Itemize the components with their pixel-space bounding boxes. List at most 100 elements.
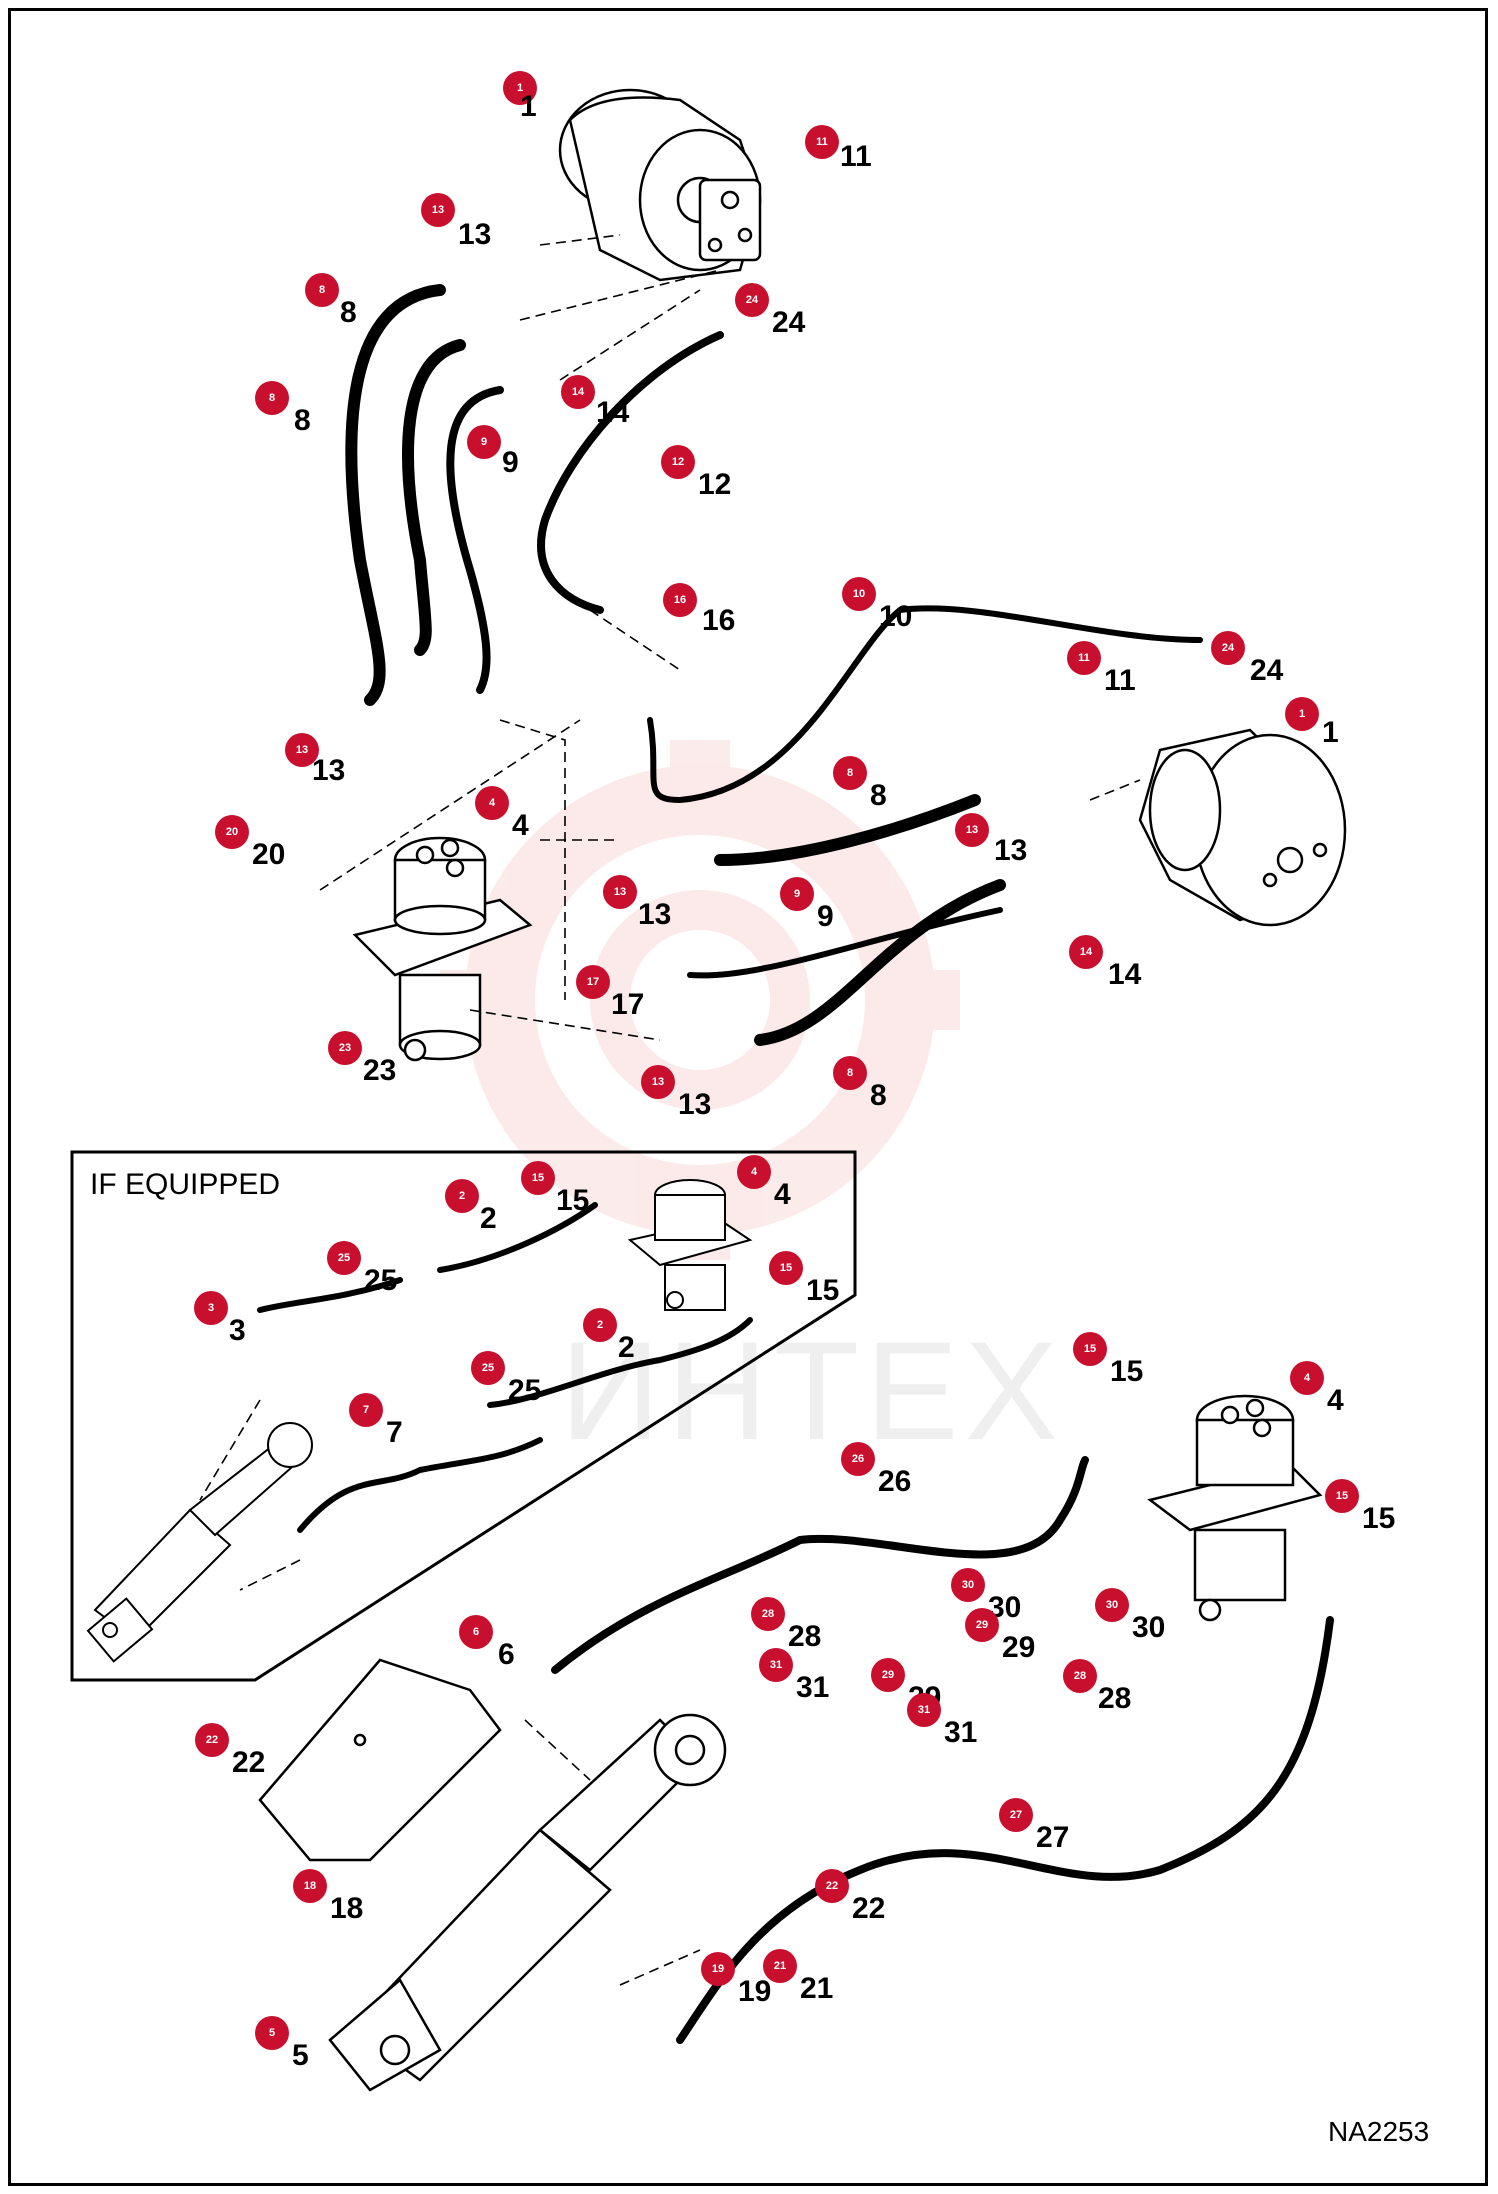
callout-marker-icon <box>769 1251 803 1285</box>
callout-number: 2 <box>459 1190 465 1202</box>
callout-5: 55 <box>255 2016 309 2072</box>
leader-lines <box>199 234 1141 1986</box>
callout-label: 19 <box>738 1975 771 2008</box>
callout-label: 8 <box>294 404 311 437</box>
callout-number: 4 <box>1304 1372 1311 1384</box>
callout-number: 27 <box>1010 1809 1022 1821</box>
callout-number: 7 <box>363 1404 369 1416</box>
callout-marker-icon <box>561 375 595 409</box>
callout-label: 9 <box>817 900 834 933</box>
callout-label: 25 <box>364 1264 397 1297</box>
callout-number: 8 <box>847 1067 853 1079</box>
callout-label: 13 <box>994 834 1027 867</box>
callout-marker-icon <box>663 583 697 617</box>
callout-number: 13 <box>652 1076 664 1088</box>
callout-number: 28 <box>1074 1670 1086 1682</box>
callout-8: 88 <box>833 756 887 812</box>
callout-number: 11 <box>816 136 828 148</box>
callout-marker-icon <box>1211 631 1245 665</box>
callout-number: 13 <box>432 204 444 216</box>
hoses <box>257 284 1334 2044</box>
callout-number: 21 <box>774 1960 786 1972</box>
callout-marker-icon <box>871 1658 905 1692</box>
callout-marker-icon <box>907 1693 941 1727</box>
callout-marker-icon <box>421 193 455 227</box>
callout-number: 8 <box>269 392 275 404</box>
callout-label: 25 <box>508 1374 541 1407</box>
callout-label: 15 <box>806 1274 839 1307</box>
callout-label: 2 <box>618 1331 635 1364</box>
callout-label: 24 <box>772 306 806 339</box>
callout-marker-icon <box>780 877 814 911</box>
callout-label: 13 <box>678 1088 711 1121</box>
callout-marker-icon <box>328 1031 362 1065</box>
callout-number: 26 <box>852 1453 864 1465</box>
callout-label: 20 <box>252 838 285 871</box>
callout-number: 29 <box>976 1619 988 1631</box>
callout-marker-icon <box>951 1568 985 1602</box>
callout-label: 18 <box>330 1892 363 1925</box>
callout-marker-icon <box>215 815 249 849</box>
callout-number: 13 <box>296 744 308 756</box>
callout-26: 26 26 <box>841 1442 911 1498</box>
callout-marker-icon <box>841 1442 875 1476</box>
callout-number: 15 <box>532 1172 544 1184</box>
callout-number: 1 <box>517 82 523 94</box>
callout-label: 4 <box>512 809 529 842</box>
callout-marker-icon <box>661 445 695 479</box>
callout-label: 1 <box>1322 716 1339 749</box>
callout-9: 99 <box>780 877 834 933</box>
callout-label: 14 <box>1108 958 1142 991</box>
callout-marker-icon <box>737 1155 771 1189</box>
callout-label: 23 <box>363 1054 396 1087</box>
callout-number: 8 <box>847 767 853 779</box>
callout-number: 15 <box>1336 1490 1348 1502</box>
callout-label: 26 <box>878 1465 911 1498</box>
callout-label: 29 <box>1002 1631 1035 1664</box>
callout-label: 3 <box>229 1314 246 1347</box>
callout-1: 11 <box>1285 697 1339 749</box>
callout-marker-icon <box>471 1351 505 1385</box>
callout-number: 30 <box>1106 1599 1118 1611</box>
callout-4: 44 <box>475 786 529 842</box>
callout-3: 33 <box>194 1291 246 1347</box>
callout-marker-icon <box>475 786 509 820</box>
callout-label: 12 <box>698 468 731 501</box>
callout-marker-icon <box>815 1869 849 1903</box>
callout-13: 13 13 <box>641 1065 711 1121</box>
callout-label: 10 <box>879 600 912 633</box>
callout-label: 15 <box>1110 1355 1143 1388</box>
callout-label: 5 <box>292 2039 309 2072</box>
callout-marker-icon <box>759 1648 793 1682</box>
callout-marker-icon <box>467 425 501 459</box>
callout-marker-icon <box>842 577 876 611</box>
callout-label: 27 <box>1036 1821 1069 1854</box>
callout-label: 22 <box>852 1892 885 1925</box>
callout-label: 2 <box>480 1202 497 1235</box>
callout-number: 24 <box>1222 642 1235 654</box>
callout-marker-icon <box>445 1179 479 1213</box>
